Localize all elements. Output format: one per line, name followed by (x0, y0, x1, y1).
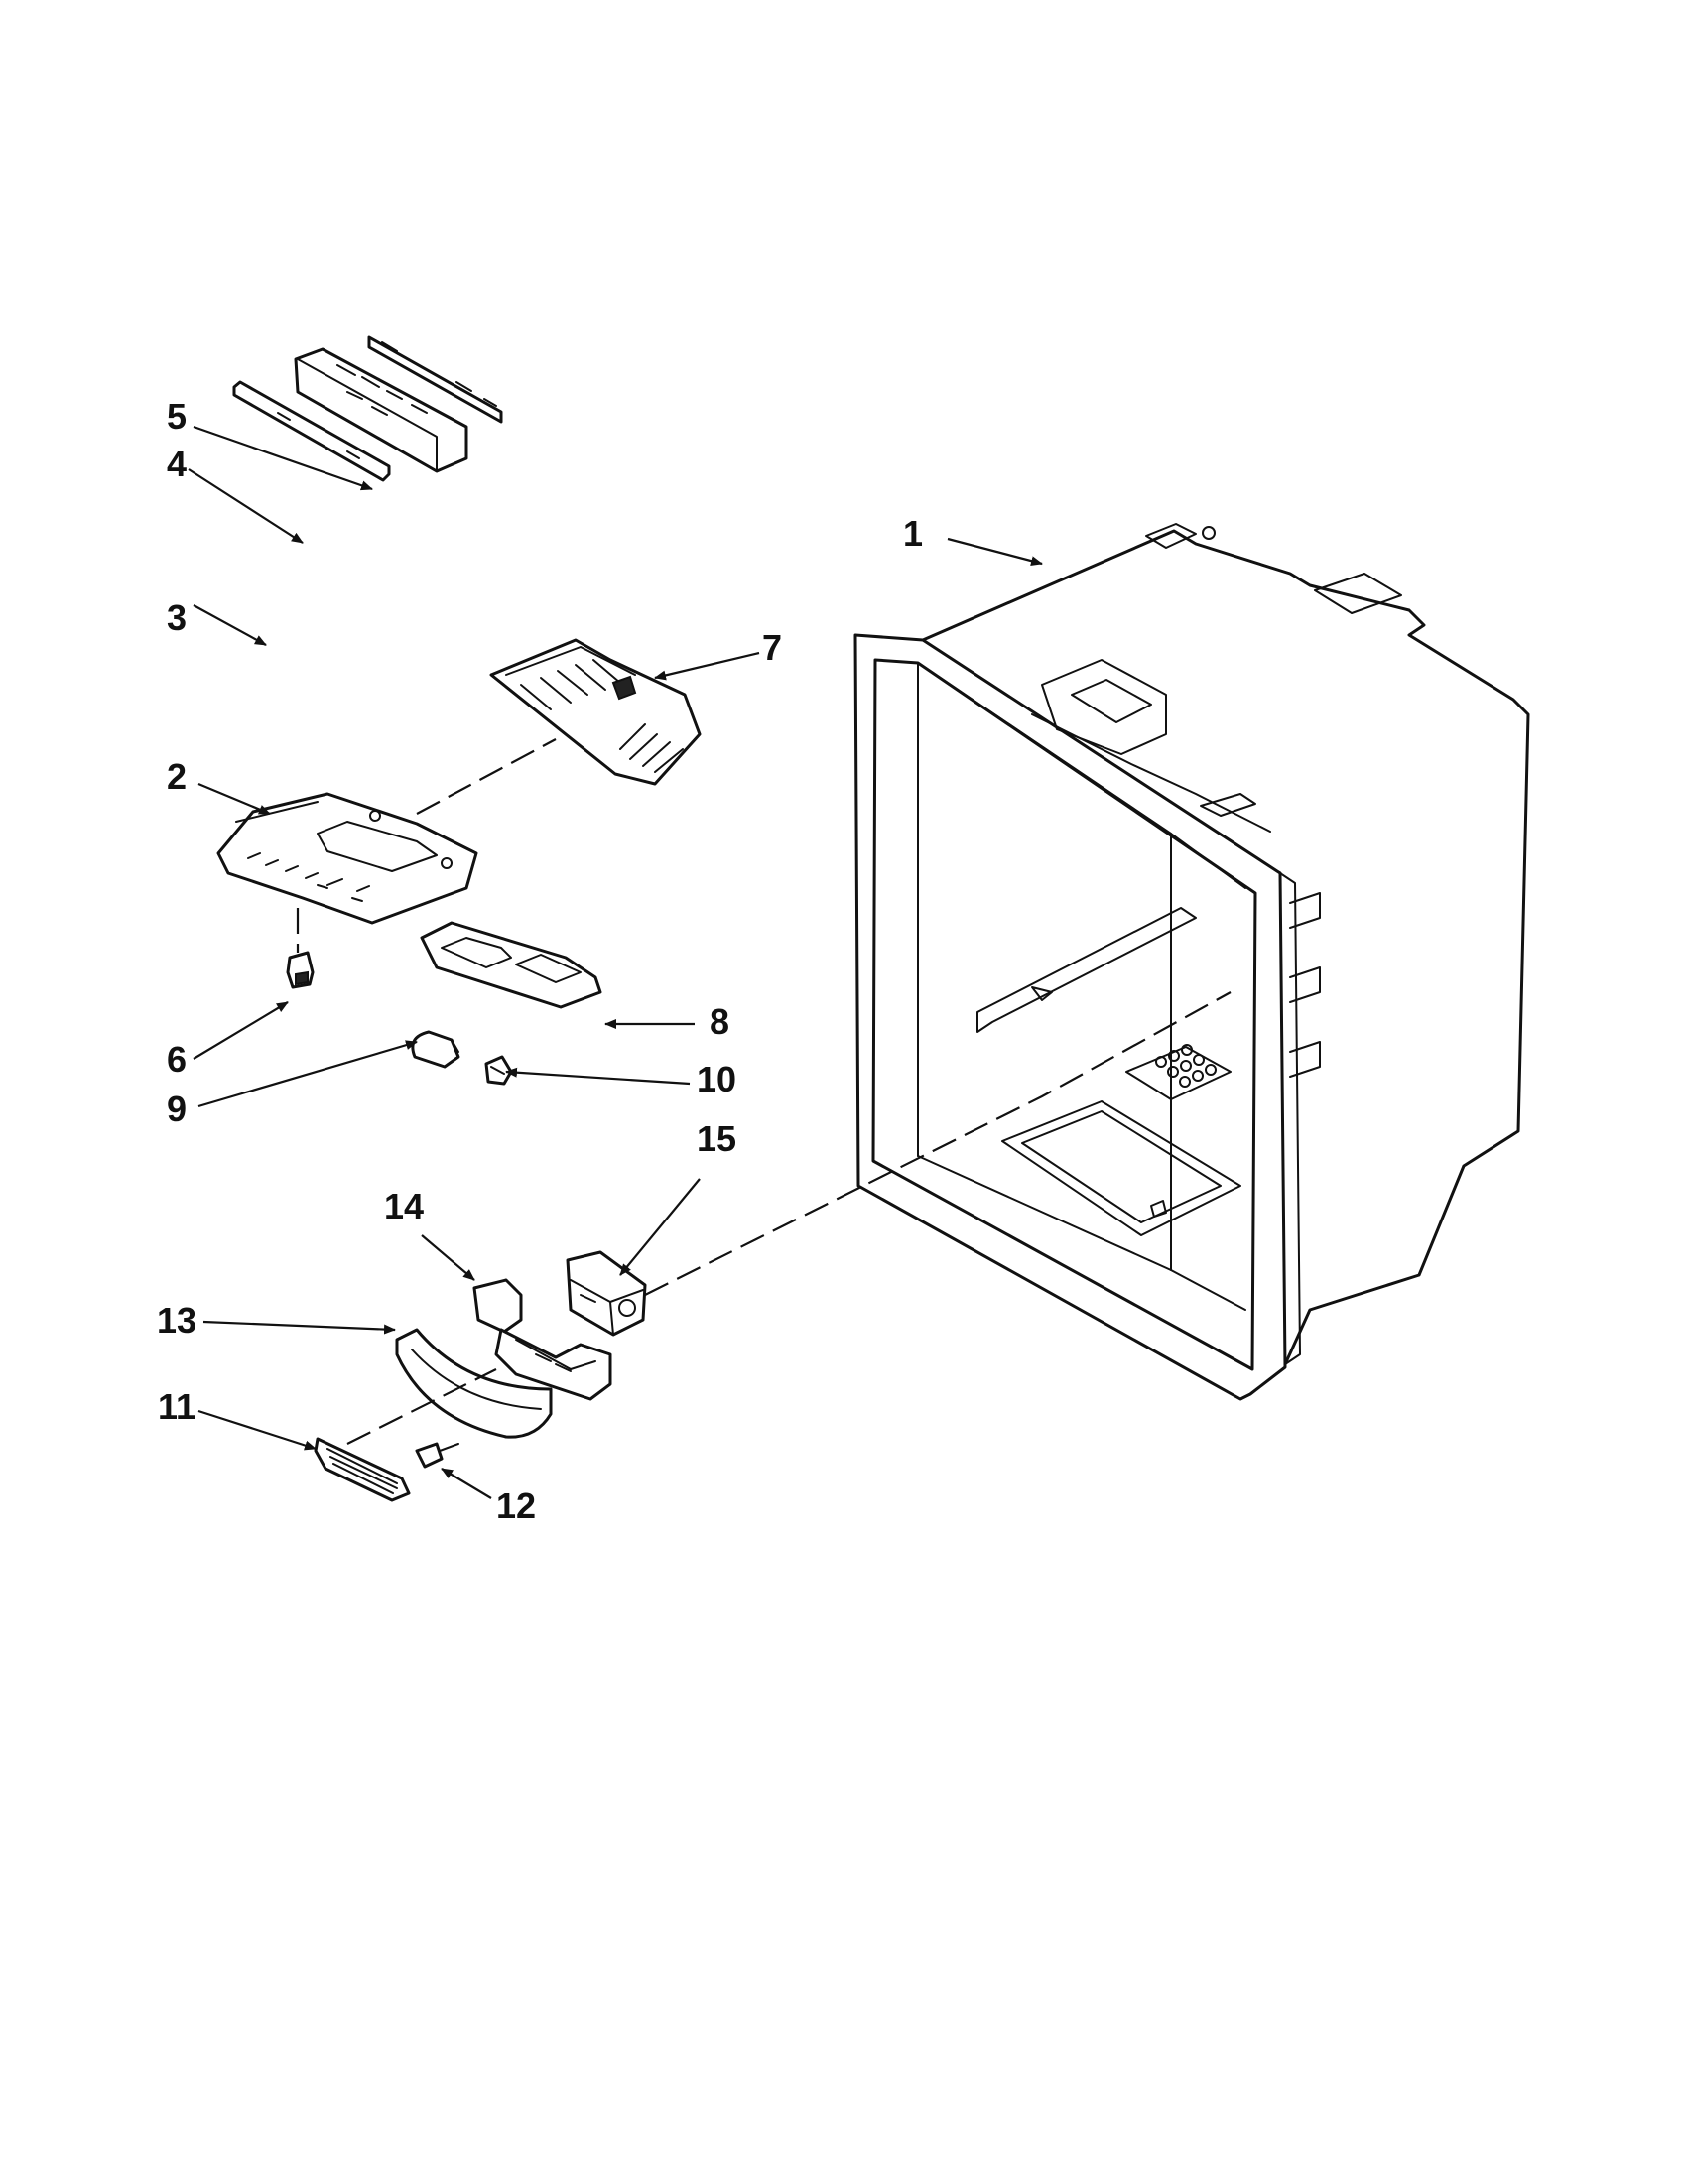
callout-13: 13 (157, 1300, 196, 1341)
assembly-lines (296, 738, 1232, 1445)
part-3-strip (232, 380, 391, 482)
part-7-vent-cover (489, 638, 702, 786)
leader-lines (188, 425, 1043, 1499)
part-14-housing (472, 1278, 612, 1401)
callout-4: 4 (167, 444, 187, 484)
part-10-socket (484, 1055, 513, 1086)
callout-10: 10 (697, 1059, 736, 1099)
callout-3: 3 (167, 597, 187, 638)
part-8-lens (420, 921, 602, 1009)
callout-labels: 1 2 3 4 5 6 7 8 9 10 11 12 13 14 15 (157, 396, 923, 1526)
part-15-module (566, 1250, 647, 1337)
part-5-bracket (367, 335, 503, 424)
callout-5: 5 (167, 396, 187, 437)
part-9-bulb (411, 1030, 460, 1069)
callout-2: 2 (167, 756, 187, 797)
callout-12: 12 (496, 1485, 536, 1526)
callout-6: 6 (167, 1039, 187, 1080)
callout-11: 11 (158, 1386, 195, 1427)
part-13-bezel (395, 1328, 553, 1439)
part-4-housing (294, 347, 468, 473)
callout-9: 9 (167, 1089, 187, 1129)
callout-15: 15 (697, 1118, 736, 1159)
callout-7: 7 (762, 627, 782, 668)
callout-8: 8 (710, 1001, 729, 1042)
part-6-switch (286, 951, 315, 989)
part-11-trim (314, 1437, 411, 1502)
part-2-light-housing (216, 792, 478, 925)
callout-1: 1 (903, 513, 923, 554)
callout-14: 14 (384, 1186, 424, 1226)
part-1-liner (853, 523, 1530, 1401)
part-12-screw (415, 1442, 459, 1469)
